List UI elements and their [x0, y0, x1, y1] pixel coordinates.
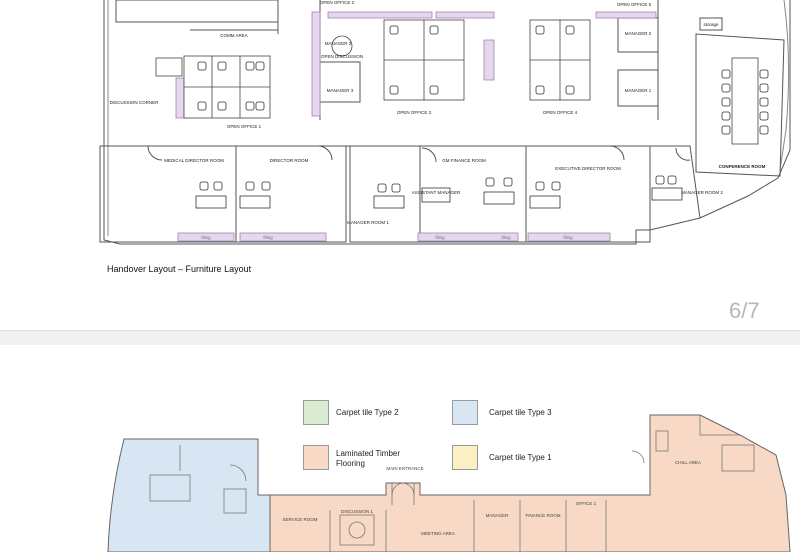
label-discussion-corner: DISCUSSION CORNER — [110, 100, 160, 105]
label-meeting-area: MEETING AREA — [421, 531, 455, 536]
legend-label-carpet-2: Carpet tile Type 2 — [336, 408, 399, 417]
label-open-office-1: OPEN OFFICE 1 — [227, 124, 262, 129]
director-room-outline — [235, 145, 347, 243]
label-director-room: DIRECTOR ROOM — [270, 158, 309, 163]
label-medical-director-room: MEDICAL DIRECTOR ROOM — [164, 158, 224, 163]
label-open-office-2: OPEN OFFICE 2 — [320, 0, 355, 5]
legend-swatch-carpet-1 — [452, 445, 478, 470]
manager-3-outline — [319, 61, 361, 103]
label-main-entrance: MAIN ENTRANCE — [386, 466, 423, 471]
label-open-office-3: OPEN OFFICE 3 — [397, 110, 432, 115]
furniture-floor-plan: OPEN OFFICE 2 OPEN OFFICE 5 COMM AREA st… — [99, 0, 791, 245]
label-filing-2: filing — [263, 235, 273, 240]
label-filing-3: filing — [435, 235, 445, 240]
label-office: OFFICE 1 — [576, 501, 597, 506]
label-gm-finance-room: GM FINANCE ROOM — [442, 158, 486, 163]
discussion-table — [331, 35, 353, 57]
manager-room-2-outline — [650, 145, 701, 219]
label-executive-director-room: EXECUTIVE DIRECTOR ROOM — [555, 166, 621, 171]
plan-page-finishes: Carpet tile Type 2 Carpet tile Type 3 La… — [0, 345, 800, 552]
label-manager-2: MANAGER 2 — [625, 31, 652, 36]
label-manager: MANAGER — [486, 513, 510, 518]
conference-room-outline — [695, 33, 785, 177]
label-open-discussion: OPEN DISCUSSION — [321, 54, 363, 59]
finishes-floor-plan: MAIN ENTRANCE CHILL AREA SERVICE ROOM DI… — [107, 414, 791, 552]
label-assistant-manager: ASSISTANT MANAGER — [412, 190, 461, 195]
label-open-office-5: OPEN OFFICE 5 — [617, 2, 652, 7]
executive-director-room-outline — [525, 145, 651, 243]
label-manager-room-2: MANAGER ROOM 2 — [681, 190, 723, 195]
legend-swatch-laminated — [303, 445, 329, 470]
label-chill-area: CHILL AREA — [675, 460, 701, 465]
label-finance: FINANCE ROOM — [525, 513, 560, 518]
label-service-room: SERVICE ROOM — [283, 517, 318, 522]
label-manager-1: MANAGER 1 — [625, 88, 652, 93]
label-filing-5: filing — [563, 235, 573, 240]
legend-label-carpet-3: Carpet tile Type 3 — [489, 408, 552, 417]
legend-swatch-carpet-2 — [303, 400, 329, 425]
label-manager-room-1: MANAGER ROOM 1 — [347, 220, 389, 225]
page-separator — [0, 330, 800, 346]
label-open-office-4: OPEN OFFICE 4 — [543, 110, 578, 115]
manager-room-1-outline — [349, 145, 421, 243]
label-conference-room: CONFERENCE ROOM — [719, 164, 766, 169]
legend-label-laminated: Laminated Timber Flooring — [336, 449, 401, 468]
label-manager-2-top: MANAGER 2 — [325, 41, 352, 46]
storage-box — [699, 17, 723, 31]
label-discussion: DISCUSSION 1 — [341, 509, 373, 514]
page-number: 6/7 — [729, 298, 760, 323]
plan-caption: Handover Layout – Furniture Layout — [107, 264, 252, 274]
legend-swatch-carpet-3 — [452, 400, 478, 425]
label-filing-1: filing — [201, 235, 211, 240]
zone-laminated — [258, 414, 791, 552]
label-filing-4: filing — [501, 235, 511, 240]
label-manager-3: MANAGER 3 — [327, 88, 354, 93]
label-comm-area: COMM AREA — [220, 33, 248, 38]
legend-label-carpet-1: Carpet tile Type 1 — [489, 453, 552, 462]
top-left-room — [115, 0, 279, 23]
label-storage: storage — [703, 22, 719, 27]
plan-page-furniture: OPEN OFFICE 2 OPEN OFFICE 5 COMM AREA st… — [99, 0, 791, 323]
